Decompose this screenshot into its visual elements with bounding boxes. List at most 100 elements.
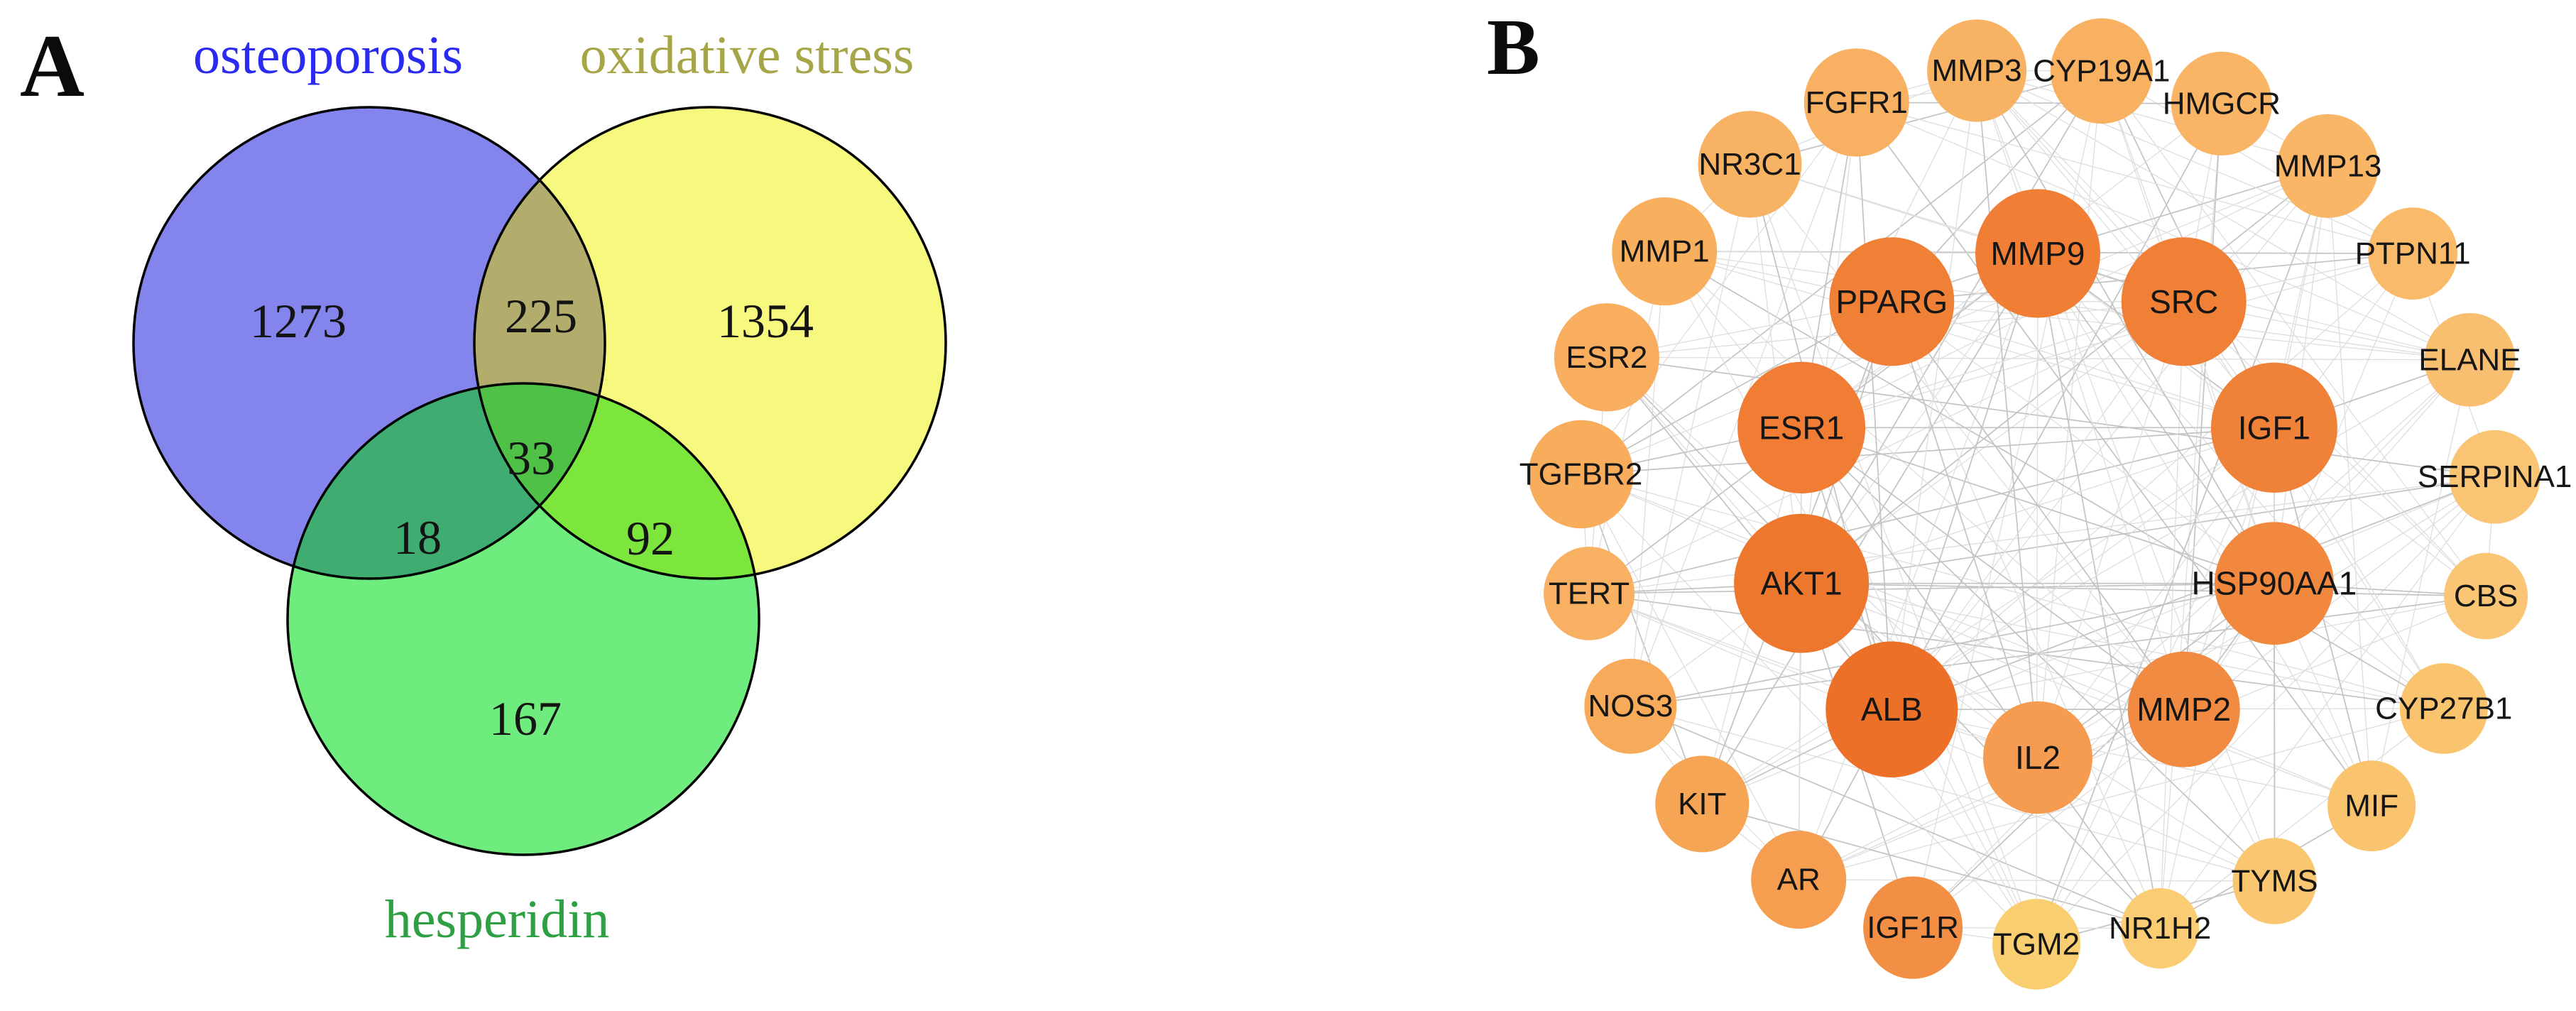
- network-edge: [1750, 70, 2102, 165]
- gene-node-circle: [1863, 876, 1963, 979]
- gene-node-label: SERPINA1: [2418, 459, 2572, 494]
- network-node-MIF: MIF: [2327, 760, 2416, 852]
- gene-node-circle: [2214, 522, 2334, 645]
- gene-node-label: HSP90AA1: [2192, 565, 2357, 602]
- network-node-MMP2: MMP2: [2127, 651, 2240, 767]
- gene-node-circle: [1655, 755, 1750, 853]
- network-edge: [1801, 582, 2487, 597]
- network-edge: [1801, 583, 2444, 709]
- network-edge: [1581, 474, 2444, 709]
- network-node-AR: AR: [1751, 831, 1847, 929]
- network-node-IL2: IL2: [1983, 701, 2092, 814]
- venn-count-all-three: 33: [507, 431, 555, 485]
- gene-node-circle: [2050, 18, 2153, 124]
- network-edge: [1702, 476, 2495, 805]
- network-edge: [2036, 476, 2496, 945]
- network-edge: [1891, 165, 2329, 710]
- gene-node-circle: [1983, 701, 2092, 814]
- network-edge: [2183, 301, 2487, 597]
- gene-node-circle: [1737, 361, 1866, 493]
- panel-b-network: CYP19A1HMGCRMMP13PTPN11ELANESERPINA1CBSC…: [1519, 18, 2572, 990]
- network-edge: [1750, 163, 2184, 302]
- network-edge: [1801, 102, 1857, 584]
- gene-node-circle: [1528, 420, 1634, 529]
- gene-node-label: MMP2: [2136, 691, 2231, 728]
- network-edge: [1589, 582, 2274, 594]
- network-edge: [1581, 165, 2328, 475]
- venn-outline-hesperidin: [286, 382, 760, 856]
- network-edge: [1580, 474, 1703, 804]
- network-edge: [2159, 301, 2185, 929]
- network-edge: [1664, 251, 2275, 428]
- gene-node-label: PPARG: [1835, 283, 1948, 320]
- gene-node-circle: [2444, 552, 2528, 640]
- gene-node-label: NR3C1: [1698, 147, 1801, 182]
- network-edge: [1581, 102, 1857, 475]
- network-edge: [2036, 583, 2275, 945]
- network-edge: [1801, 165, 2329, 584]
- network-edge: [1588, 593, 2039, 758]
- gene-node-circle: [1544, 547, 1635, 640]
- gene-node-label: IL2: [2015, 739, 2061, 776]
- network-node-PTPN11: PTPN11: [2355, 207, 2471, 300]
- network-edge: [1606, 356, 2470, 361]
- gene-node-label: TYMS: [2231, 864, 2318, 899]
- network-edge: [2036, 253, 2039, 945]
- network-edge: [2327, 165, 2372, 807]
- network-node-MMP13: MMP13: [2274, 114, 2382, 218]
- network-edge: [1891, 70, 1977, 710]
- gene-node-label: MMP13: [2274, 148, 2382, 183]
- network-edge: [1801, 583, 2372, 807]
- network-edge: [1891, 476, 2495, 710]
- network-edge: [2159, 708, 2445, 929]
- network-edge: [1801, 253, 2413, 428]
- gene-node-label: PTPN11: [2355, 236, 2471, 271]
- venn-outline-osteoporosis: [132, 106, 606, 580]
- gene-node-label: TERT: [1549, 576, 1630, 611]
- network-edge: [1856, 102, 2470, 361]
- network-edge: [1856, 102, 2222, 104]
- gene-node-circle: [1829, 237, 1955, 366]
- gene-node-circle: [1734, 513, 1870, 653]
- gene-node-circle: [2449, 430, 2540, 524]
- network-edge: [1801, 427, 2039, 758]
- network-node-FGFR1: FGFR1: [1803, 48, 1909, 157]
- network-edge: [2371, 359, 2471, 807]
- network-node-SERPINA1: SERPINA1: [2418, 430, 2572, 524]
- network-node-ELANE: ELANE: [2418, 312, 2521, 407]
- gene-node-circle: [2399, 663, 2488, 754]
- gene-node-label: ESR1: [1759, 409, 1844, 446]
- gene-node-label: MIF: [2345, 789, 2398, 824]
- network-edge: [1581, 427, 2274, 475]
- gene-node-circle: [1803, 48, 1909, 157]
- gene-node-label: CBS: [2454, 579, 2518, 613]
- gene-node-circle: [2327, 760, 2416, 852]
- network-edge: [1749, 164, 2037, 945]
- network-edge: [1702, 803, 2161, 929]
- network-edge: [1976, 70, 2275, 428]
- network-edge: [2159, 476, 2496, 929]
- network-edge: [1976, 70, 2328, 167]
- network-edge: [1798, 253, 2039, 880]
- gene-node-label: ALB: [1861, 691, 1923, 728]
- network-node-TYMS: TYMS: [2231, 838, 2318, 924]
- network-edge: [1891, 301, 2161, 929]
- venn-title-oxidative-stress: oxidative stress: [580, 26, 915, 85]
- network-edge: [1701, 427, 2275, 804]
- network-edge: [1799, 708, 2444, 880]
- gene-node-label: MMP1: [1620, 234, 1710, 269]
- network-node-KIT: KIT: [1655, 755, 1750, 853]
- network-edge: [1630, 706, 2275, 882]
- gene-node-label: MMP9: [1991, 235, 2085, 272]
- network-edge: [1749, 163, 2185, 710]
- network-node-TGM2: TGM2: [1992, 899, 2080, 990]
- gene-node-label: TGFBR2: [1519, 457, 1643, 492]
- venn-overlap-oxidative-hesperidin: [474, 383, 759, 579]
- gene-node-label: CYP27B1: [2375, 692, 2512, 726]
- network-node-MMP3: MMP3: [1927, 19, 2027, 122]
- network-edge: [1856, 102, 2372, 807]
- network-node-HSP90AA1: HSP90AA1: [2192, 522, 2357, 645]
- network-edge: [2037, 253, 2275, 584]
- network-edge: [2183, 301, 2445, 709]
